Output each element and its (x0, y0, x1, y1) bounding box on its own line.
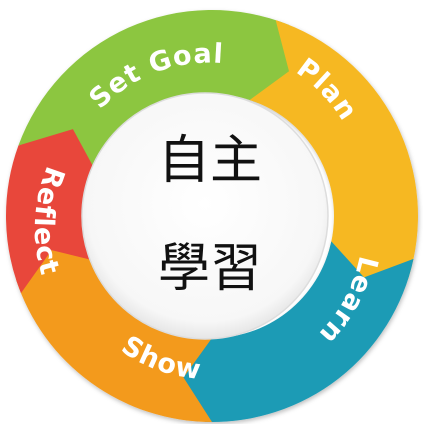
segment-plan (249, 20, 418, 298)
segment-learn (172, 241, 414, 422)
center-circle (81, 92, 329, 340)
center-title-line1: 自主 (158, 131, 262, 191)
segment-show (16, 233, 213, 422)
segment-reflect (5, 129, 99, 294)
segment-set-goal (18, 9, 304, 175)
center-title-line2: 學習 (158, 239, 262, 299)
